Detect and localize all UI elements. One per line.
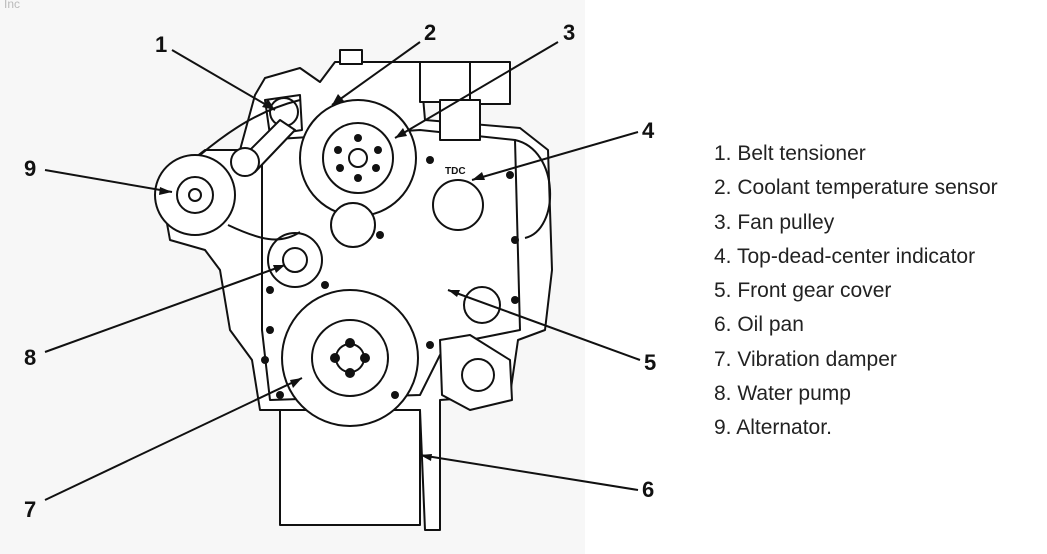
arrowhead-2 bbox=[332, 94, 344, 105]
parts-legend: 1. Belt tensioner 2. Coolant temperature… bbox=[714, 137, 998, 446]
callout-2: 2 bbox=[424, 20, 436, 45]
leader-2 bbox=[331, 41, 421, 106]
side-bracket-hole bbox=[461, 358, 495, 392]
drive-belt-upper bbox=[199, 99, 301, 156]
arrowhead-6 bbox=[420, 454, 432, 461]
callout-7: 7 bbox=[24, 497, 36, 522]
leader-4 bbox=[471, 131, 639, 181]
wire-harness bbox=[514, 139, 552, 239]
callout-8: 8 bbox=[24, 345, 36, 370]
legend-item-coolant-temperature-sensor: 2. Coolant temperature sensor bbox=[714, 176, 998, 200]
legend-item-fan-pulley: 3. Fan pulley bbox=[714, 210, 835, 234]
leader-6 bbox=[419, 454, 639, 491]
legend-item-front-gear-cover: 5. Front gear cover bbox=[714, 279, 892, 303]
arrowhead-7 bbox=[290, 378, 302, 388]
oil-pan bbox=[279, 409, 421, 526]
corner-text: Inc bbox=[4, 0, 20, 11]
legend-item-top-dead-center-indicator: 4. Top-dead-center indicator bbox=[714, 244, 976, 268]
gear-cover-plug bbox=[463, 286, 501, 324]
top-box bbox=[419, 61, 471, 103]
callout-3: 3 bbox=[563, 20, 575, 45]
thermostat-housing bbox=[330, 202, 376, 248]
water-pump-hub bbox=[282, 247, 308, 273]
leader-7 bbox=[44, 377, 303, 501]
arrowhead-3 bbox=[395, 128, 407, 138]
bolts bbox=[261, 134, 519, 399]
arrowhead-5 bbox=[448, 290, 460, 297]
vibration-damper-center bbox=[335, 343, 365, 373]
callout-6: 6 bbox=[642, 477, 654, 502]
leader-1 bbox=[171, 49, 276, 111]
alternator-shaft bbox=[188, 188, 202, 202]
filler-cap bbox=[339, 49, 363, 65]
leader-9 bbox=[44, 169, 173, 193]
callout-5: 5 bbox=[644, 350, 656, 375]
sensor-housing bbox=[439, 99, 481, 141]
arrowhead-4 bbox=[472, 172, 485, 180]
tensioner-pivot bbox=[230, 147, 260, 177]
leader-8 bbox=[44, 264, 286, 353]
legend-item-oil-pan: 6. Oil pan bbox=[714, 313, 804, 337]
callout-9: 9 bbox=[24, 156, 36, 181]
arrowhead-9 bbox=[159, 187, 172, 195]
callout-1: 1 bbox=[155, 32, 167, 57]
legend-item-alternator: 9. Alternator. bbox=[714, 416, 832, 440]
leader-5 bbox=[447, 289, 641, 361]
tdc-window bbox=[432, 179, 484, 231]
fan-pulley-center bbox=[348, 148, 368, 168]
arrowhead-1 bbox=[262, 99, 275, 110]
engine-drawing bbox=[154, 49, 553, 531]
arrowhead-8 bbox=[273, 265, 285, 273]
drive-belt bbox=[227, 224, 301, 241]
legend-item-belt-tensioner: 1. Belt tensioner bbox=[714, 142, 866, 165]
legend-item-water-pump: 8. Water pump bbox=[714, 382, 851, 406]
tdc-label: TDC bbox=[445, 166, 466, 177]
callout-4: 4 bbox=[642, 118, 655, 143]
leader-arrowheads bbox=[159, 94, 485, 461]
legend-item-vibration-damper: 7. Vibration damper bbox=[714, 347, 897, 371]
leader-lines bbox=[44, 41, 641, 501]
leader-3 bbox=[394, 41, 559, 139]
